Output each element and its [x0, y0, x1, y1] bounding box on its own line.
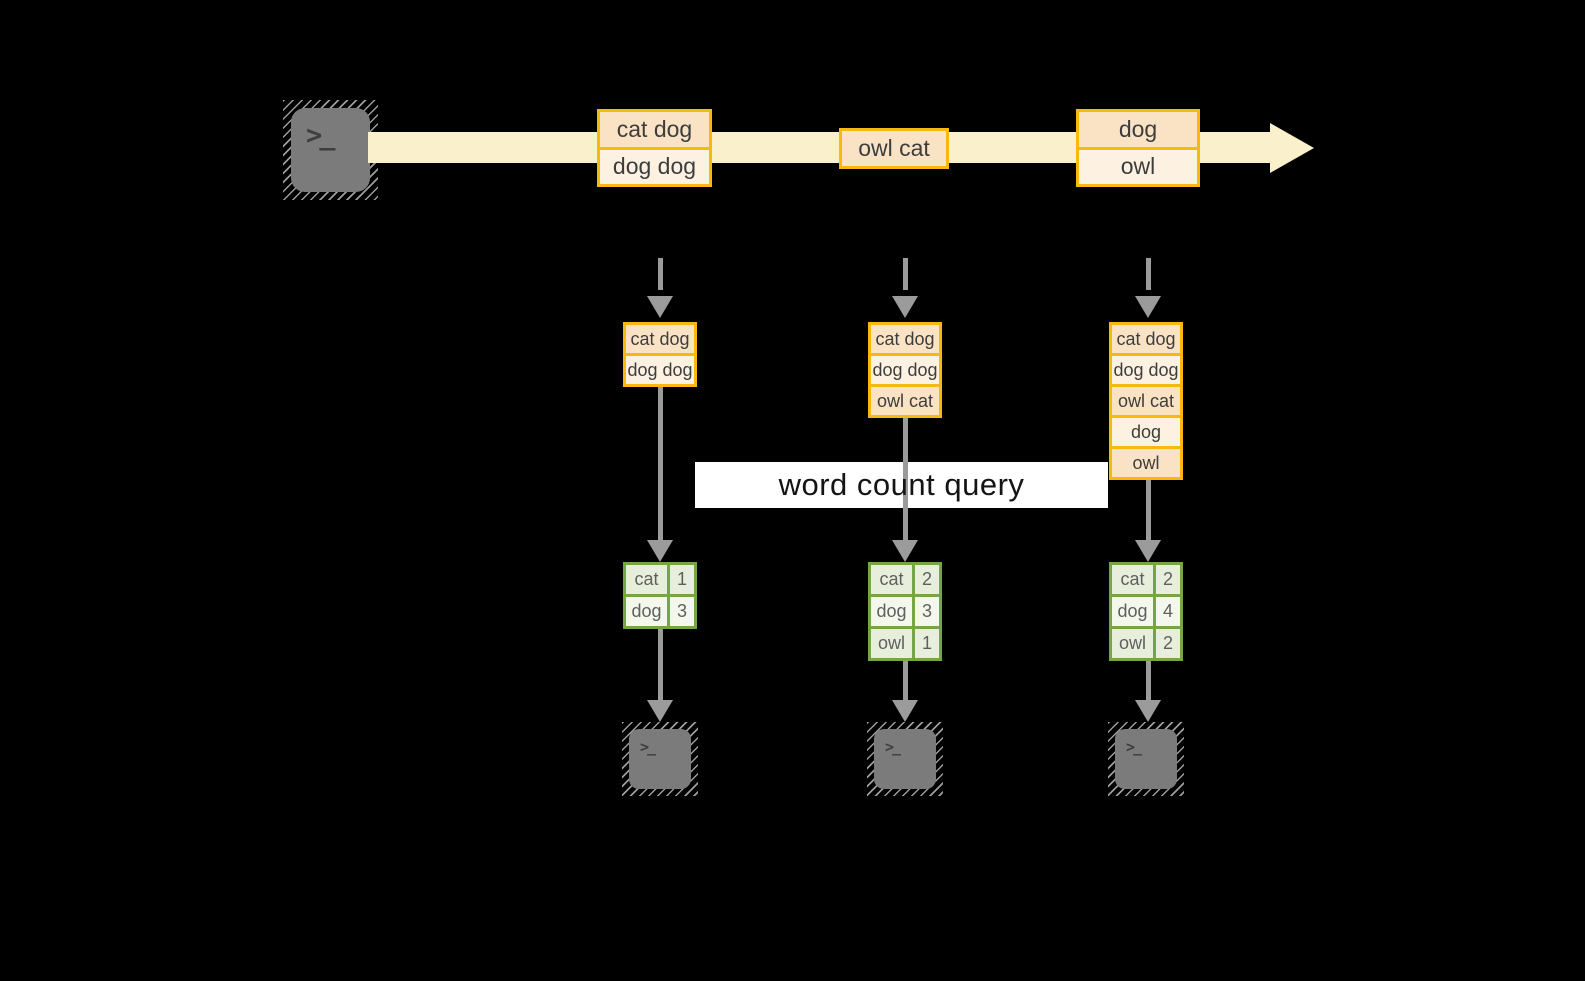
count-value-cell: 1: [670, 565, 694, 594]
arrow-right-icon: [1270, 123, 1314, 173]
flow-line: [903, 661, 908, 702]
count-table-1: cat 1 dog 3: [623, 562, 697, 629]
flow-line: [1146, 661, 1151, 702]
terminal-prompt-glyph: >_: [306, 120, 335, 151]
dashed-arrow-down-icon: [903, 258, 908, 290]
count-word-cell: cat: [871, 565, 912, 594]
count-value-cell: 2: [1156, 629, 1180, 658]
count-value-cell: 2: [915, 565, 939, 594]
count-word-cell: cat: [1112, 565, 1153, 594]
event-box-3: dog owl: [1076, 109, 1200, 187]
sink-terminal-icon: >_: [867, 722, 943, 796]
arrow-down-head-icon: [1135, 540, 1161, 562]
event-box-1: cat dog dog dog: [597, 109, 712, 187]
event-record: dog: [1079, 112, 1197, 147]
event-record: cat dog: [600, 112, 709, 147]
query-band: [695, 462, 1108, 508]
buffer-record: dog: [1112, 415, 1180, 446]
event-record: owl: [1079, 146, 1197, 184]
count-word-cell: owl: [871, 629, 912, 658]
arrow-down-head-icon: [892, 700, 918, 722]
count-value-cell: 3: [670, 597, 694, 626]
terminal-body: >_: [1115, 729, 1177, 789]
count-value-cell: 4: [1156, 597, 1180, 626]
arrow-down-head-icon: [892, 540, 918, 562]
buffer-stack-2: cat dog dog dog owl cat: [868, 322, 942, 418]
buffer-record: dog dog: [626, 353, 694, 384]
count-word-cell: dog: [1112, 597, 1153, 626]
flow-line: [658, 629, 663, 702]
dashed-arrow-down-icon: [658, 258, 663, 290]
arrow-down-head-icon: [647, 296, 673, 318]
arrow-down-head-icon: [892, 296, 918, 318]
buffer-stack-1: cat dog dog dog: [623, 322, 697, 387]
flow-line: [903, 418, 908, 545]
arrow-down-head-icon: [1135, 700, 1161, 722]
sink-terminal-icon: >_: [622, 722, 698, 796]
buffer-record: owl cat: [1112, 384, 1180, 415]
sink-terminal-icon: >_: [1108, 722, 1184, 796]
buffer-record: cat dog: [1112, 325, 1180, 353]
event-record: owl cat: [842, 131, 946, 166]
buffer-record: owl: [1112, 446, 1180, 477]
terminal-body: >_: [291, 108, 370, 192]
terminal-prompt-glyph: >_: [885, 738, 901, 756]
buffer-record: owl cat: [871, 384, 939, 415]
buffer-record: dog dog: [1112, 353, 1180, 384]
count-value-cell: 1: [915, 629, 939, 658]
count-word-cell: cat: [626, 565, 667, 594]
flow-line: [658, 387, 663, 545]
arrow-down-head-icon: [647, 700, 673, 722]
count-value-cell: 2: [1156, 565, 1180, 594]
terminal-body: >_: [629, 729, 691, 789]
count-word-cell: dog: [626, 597, 667, 626]
count-word-cell: owl: [1112, 629, 1153, 658]
terminal-prompt-glyph: >_: [1126, 738, 1142, 756]
buffer-stack-3: cat dog dog dog owl cat dog owl: [1109, 322, 1183, 480]
terminal-body: >_: [874, 729, 936, 789]
terminal-prompt-glyph: >_: [640, 738, 656, 756]
event-box-2: owl cat: [839, 128, 949, 169]
count-word-cell: dog: [871, 597, 912, 626]
dashed-arrow-down-icon: [1146, 258, 1151, 290]
flow-line: [1146, 480, 1151, 545]
buffer-record: cat dog: [871, 325, 939, 353]
query-label: word count query: [778, 467, 1025, 502]
buffer-record: cat dog: [626, 325, 694, 353]
arrow-down-head-icon: [1135, 296, 1161, 318]
count-table-3: cat 2 dog 4 owl 2: [1109, 562, 1183, 661]
source-terminal-icon: >_: [283, 100, 378, 200]
count-table-2: cat 2 dog 3 owl 1: [868, 562, 942, 661]
count-value-cell: 3: [915, 597, 939, 626]
arrow-down-head-icon: [647, 540, 673, 562]
buffer-record: dog dog: [871, 353, 939, 384]
event-record: dog dog: [600, 146, 709, 184]
